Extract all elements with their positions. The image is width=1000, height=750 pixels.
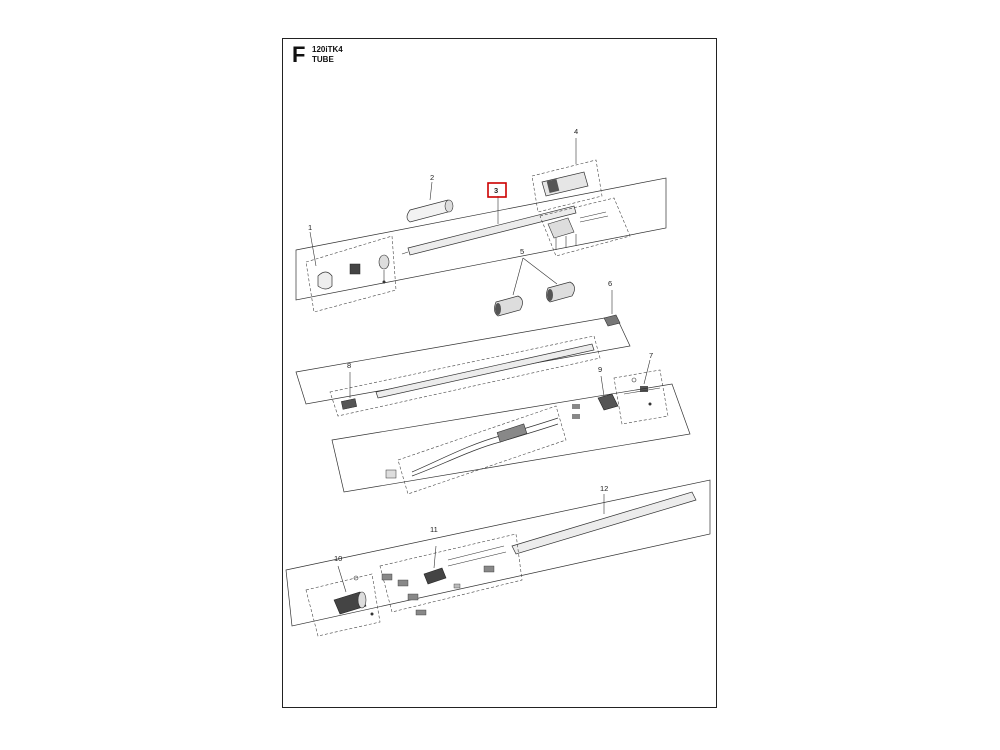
callout-3-highlight — [487, 182, 507, 198]
callout-7: 7 — [649, 351, 653, 360]
part-3-subassembly — [539, 197, 631, 257]
callout-labels: 1 2 3 4 5 6 7 8 9 10 11 12 — [308, 127, 653, 563]
wiring-plane — [331, 383, 691, 493]
callout-10: 10 — [334, 554, 342, 563]
part-10-group[interactable] — [305, 565, 381, 637]
callout-9: 9 — [598, 365, 602, 374]
part-2-grip[interactable] — [406, 199, 454, 223]
part-4-group[interactable] — [531, 138, 603, 213]
callout-11: 11 — [430, 525, 438, 534]
part-9-group[interactable] — [385, 375, 619, 495]
callout-4: 4 — [574, 127, 578, 136]
part-11-group[interactable] — [379, 533, 523, 616]
lower-plane — [285, 479, 711, 627]
middle-plane — [295, 315, 631, 405]
callout-1: 1 — [308, 223, 312, 232]
part-12-tube[interactable] — [511, 491, 697, 555]
callout-3: 3 — [494, 186, 498, 195]
part-6-cap[interactable] — [603, 290, 621, 327]
part-3-tube[interactable] — [401, 196, 577, 256]
leader-lines — [309, 181, 433, 267]
callout-2: 2 — [430, 173, 434, 182]
part-1-group[interactable] — [305, 235, 397, 313]
model-code: 120iTK4 — [312, 45, 343, 54]
callout-6: 6 — [608, 279, 612, 288]
part-5-grips[interactable] — [494, 257, 575, 317]
upper-plane — [295, 177, 667, 301]
section-title: TUBE — [312, 55, 334, 64]
section-letter: F — [292, 42, 306, 67]
callout-12: 12 — [600, 484, 608, 493]
callout-5: 5 — [520, 247, 524, 256]
part-8-group[interactable] — [329, 335, 601, 417]
part-7-group[interactable] — [613, 359, 669, 425]
callout-8: 8 — [347, 361, 351, 370]
